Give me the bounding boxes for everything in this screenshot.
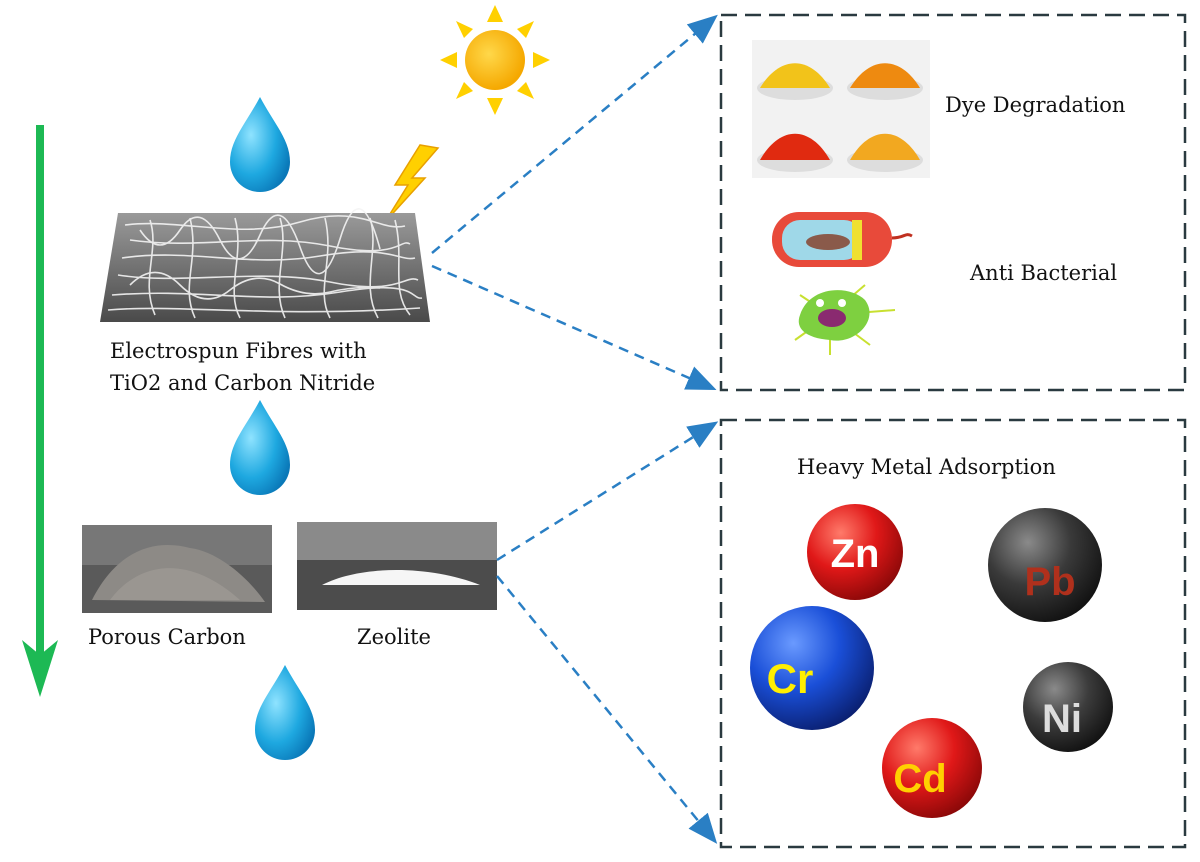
- adsorption-box: [719, 418, 1187, 849]
- porous-carbon-label: Porous Carbon: [88, 625, 246, 649]
- photocatalysis-box: [719, 13, 1187, 392]
- metal-sphere-cr: Cr: [750, 606, 874, 730]
- zeolite-label: Zeolite: [357, 625, 431, 649]
- metal-sphere-ni: Ni: [1023, 662, 1113, 752]
- fibres-label-line2: TiO2 and Carbon Nitride: [110, 371, 375, 395]
- dashed-arrows: [431, 14, 719, 844]
- sun-icon: [440, 5, 550, 115]
- dye-degradation-label: Dye Degradation: [945, 93, 1125, 117]
- metal-sphere-pb: Pb: [988, 508, 1102, 622]
- zeolite-image: [297, 522, 497, 610]
- dye-powders-image: [752, 40, 930, 178]
- water-drop-icon: [255, 665, 315, 760]
- metal-sphere-zn: Zn: [807, 504, 903, 600]
- anti-bacterial-label: Anti Bacterial: [969, 261, 1117, 285]
- metal-symbol: Cd: [893, 757, 946, 801]
- heavy-metal-adsorption-label: Heavy Metal Adsorption: [797, 455, 1056, 479]
- water-drop-icon: [230, 97, 290, 192]
- metal-symbol: Ni: [1042, 697, 1082, 741]
- fibres-label-line1: Electrospun Fibres with: [110, 339, 367, 363]
- porous-carbon-image: [82, 525, 272, 613]
- electrospun-fibre-mat: [100, 208, 430, 322]
- metal-symbol: Zn: [831, 532, 880, 576]
- metal-symbol: Cr: [767, 655, 814, 702]
- water-drop-icon: [230, 400, 290, 495]
- lightning-icon: [384, 144, 440, 223]
- metal-sphere-cd: Cd: [882, 718, 982, 818]
- virus-icon: [794, 284, 896, 355]
- metal-symbol: Pb: [1024, 560, 1075, 604]
- flow-arrow: [22, 125, 58, 697]
- bacterium-icon: [772, 212, 913, 267]
